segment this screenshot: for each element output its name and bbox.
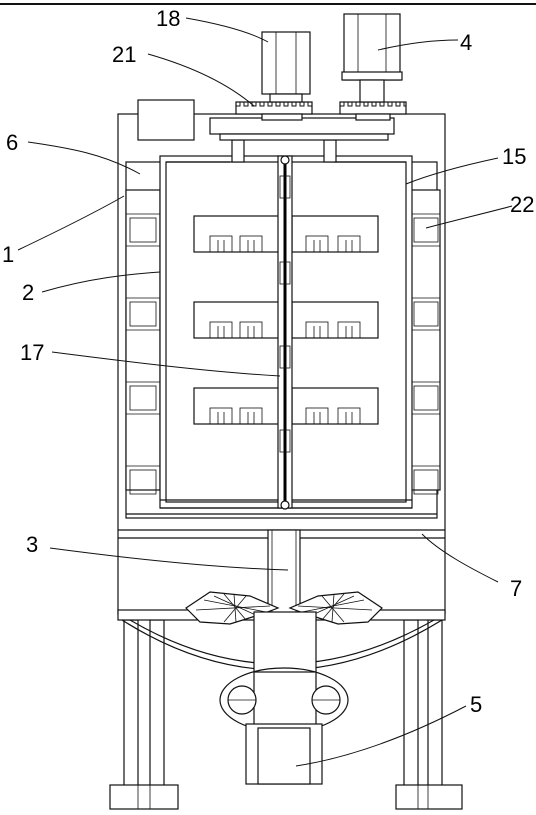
discharge-valve [219, 611, 349, 785]
leader-22 [425, 205, 513, 229]
motor-18 [261, 31, 311, 103]
right-jacket [409, 189, 441, 495]
top-box [137, 99, 195, 141]
leader-2 [41, 271, 161, 293]
leader-1 [17, 195, 125, 251]
label-5: 5 [470, 692, 482, 717]
foot-right [395, 784, 463, 810]
part-labels: 18 21 4 6 15 22 1 2 17 3 7 5 [2, 6, 534, 717]
leader-21 [147, 53, 255, 107]
top-gear-assembly [209, 101, 407, 141]
label-15: 15 [502, 144, 526, 169]
left-jacket [125, 189, 161, 495]
label-3: 3 [26, 532, 38, 557]
leader-3 [49, 547, 289, 571]
leader-5 [295, 705, 467, 767]
central-shaft [277, 155, 293, 510]
leader-7 [421, 533, 499, 583]
label-4: 4 [460, 30, 472, 55]
leader-lines [17, 17, 513, 767]
label-6: 6 [6, 130, 18, 155]
label-7: 7 [510, 576, 522, 601]
motor-4 [341, 13, 403, 103]
label-22: 22 [510, 192, 534, 217]
leader-18 [185, 17, 269, 43]
leader-6 [27, 141, 141, 175]
label-18: 18 [156, 6, 180, 31]
paddles [193, 215, 379, 425]
label-1: 1 [2, 242, 14, 267]
leader-17 [51, 351, 281, 377]
label-17: 17 [20, 340, 44, 365]
foot-left [109, 784, 179, 810]
leader-4 [377, 39, 459, 51]
label-21: 21 [112, 42, 136, 67]
leader-15 [405, 157, 499, 185]
label-2: 2 [22, 280, 34, 305]
